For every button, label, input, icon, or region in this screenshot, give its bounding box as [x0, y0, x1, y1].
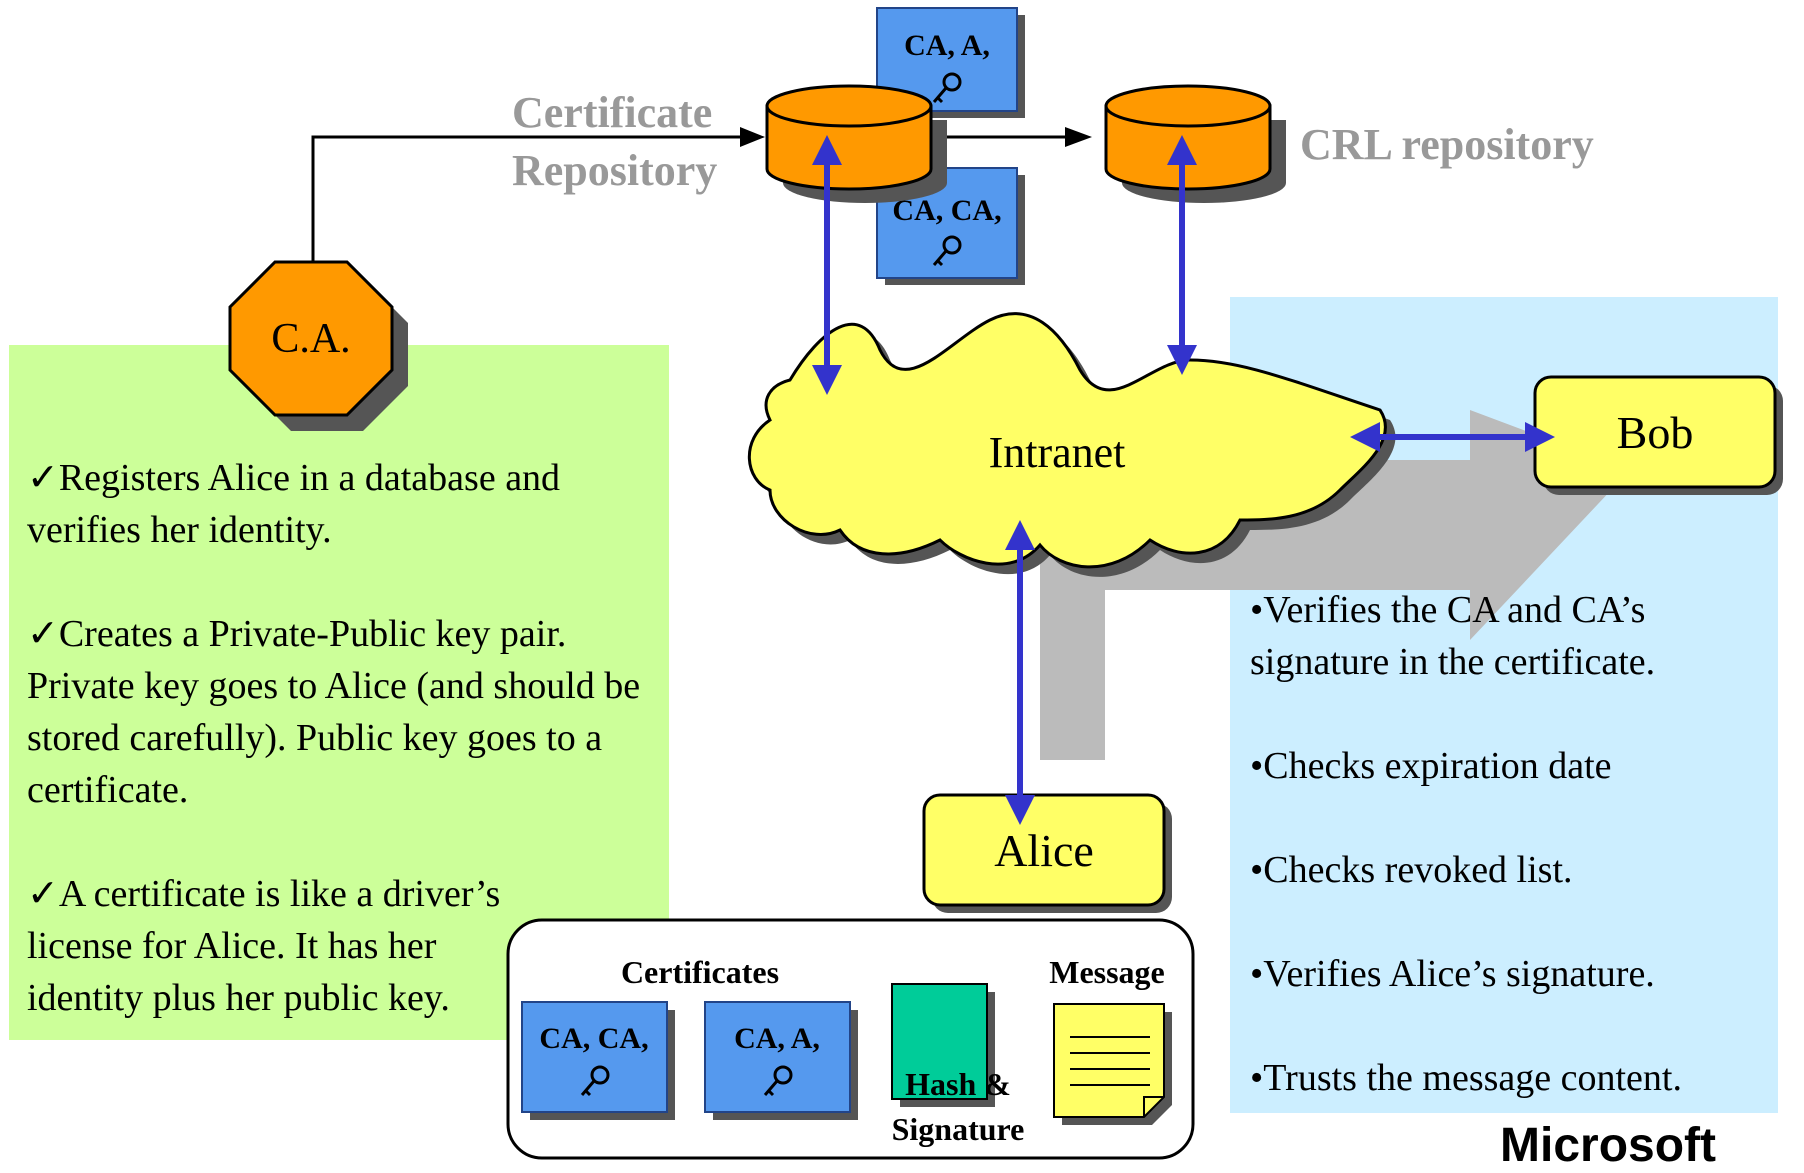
crl-repository-label: CRL repository [1300, 120, 1594, 169]
bob-note-item: •Trusts the message content. [1250, 1057, 1682, 1099]
key-icon [763, 1065, 793, 1097]
bob-note-item: •Checks revoked list. [1250, 849, 1573, 891]
svg-text:Certificates: Certificates [621, 954, 779, 990]
key-icon [932, 72, 962, 104]
svg-text:CA, CA,: CA, CA, [539, 1022, 648, 1055]
bob-notes: •Verifies the CA and CA’s signature in t… [1250, 584, 1770, 1156]
ca-note-item: ✓Creates a Private-Public key pair. Priv… [27, 613, 641, 811]
alice-node: Alice [922, 793, 1172, 913]
message-note-icon [1053, 1003, 1172, 1125]
key-icon [932, 235, 962, 267]
key-icon [580, 1065, 610, 1097]
bob-note-item: •Verifies Alice’s signature. [1250, 953, 1655, 995]
crl-repository-cylinder [1104, 84, 1286, 203]
svg-text:Intranet: Intranet [989, 428, 1126, 477]
bob-note-item: •Checks expiration date [1250, 745, 1612, 787]
crl-intranet-arrow [1167, 135, 1197, 375]
signed-message-bundle: Certificates Message CA, CA, CA, A, Hash… [506, 918, 1195, 1160]
intranet-cloud: Intranet [747, 312, 1396, 577]
svg-text:CA, A,: CA, A, [904, 29, 990, 62]
ca-octagon: C.A. [228, 260, 408, 431]
svg-text:Bob: Bob [1617, 407, 1694, 458]
ca-note-item: ✓A certificate is like a driver’s licens… [27, 873, 501, 1019]
svg-text:C.A.: C.A. [271, 316, 350, 362]
ca-note-item: ✓Registers Alice in a database and verif… [27, 457, 561, 551]
certificate-repository-cylinder [765, 84, 947, 203]
microsoft-logo: Microsoft [1500, 1119, 1716, 1172]
bob-node: Bob [1533, 375, 1783, 495]
svg-text:Hash &: Hash & [905, 1066, 1011, 1102]
certificate-repository-label: Certificate Repository [512, 88, 718, 195]
alice-intranet-arrow [1005, 520, 1035, 825]
svg-text:Alice: Alice [994, 825, 1094, 876]
ca-notes: ✓Registers Alice in a database and verif… [27, 452, 667, 1076]
bob-note-item: •Verifies the CA and CA’s signature in t… [1250, 589, 1656, 683]
repository-intranet-arrow [812, 135, 842, 395]
ca-to-repository-line [311, 135, 755, 300]
svg-text:CA, A,: CA, A, [734, 1022, 820, 1055]
svg-text:Message: Message [1049, 954, 1165, 990]
svg-text:Signature: Signature [892, 1111, 1025, 1147]
intranet-bob-arrow [1350, 422, 1555, 452]
